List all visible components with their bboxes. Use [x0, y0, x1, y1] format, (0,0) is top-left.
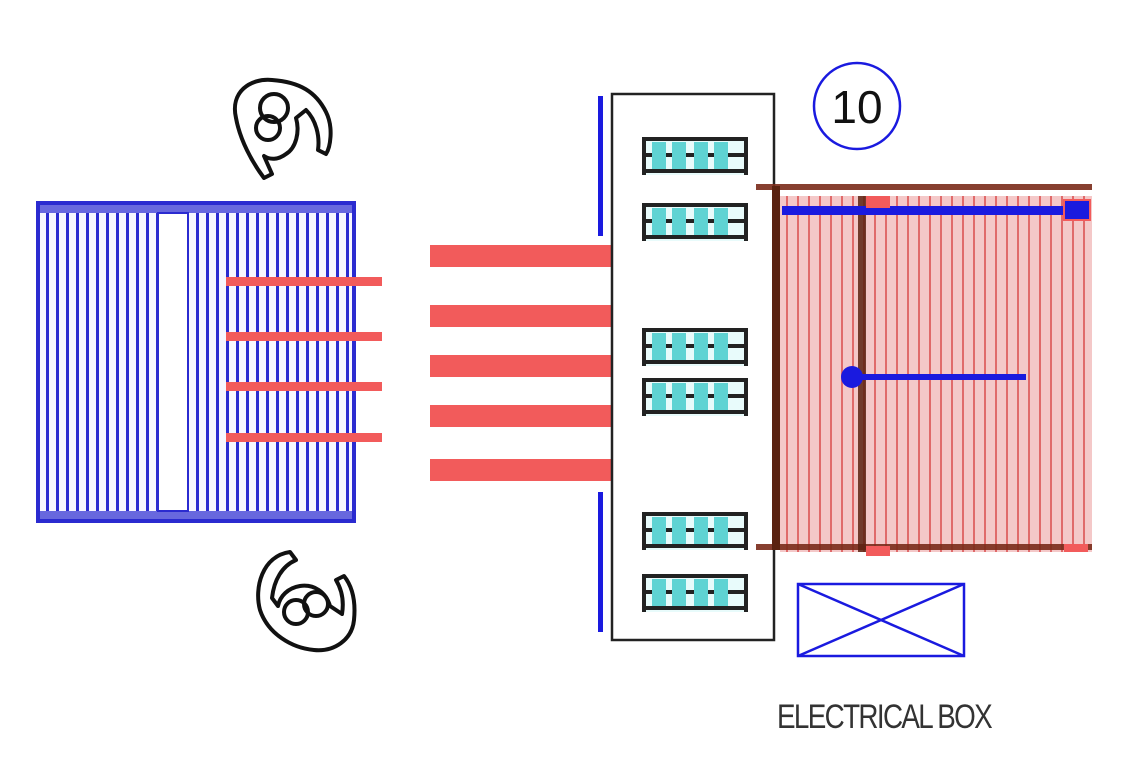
electrical-box-label: ELECTRICAL BOX [777, 698, 992, 736]
left-table-slat [286, 213, 289, 511]
electrical-box [796, 582, 966, 658]
left-table-slat [206, 213, 209, 511]
right-table-slat [819, 196, 821, 552]
right-table [756, 184, 1092, 556]
roller-unit [642, 203, 748, 241]
station-number: 10 [831, 81, 882, 133]
right-table-slat [808, 196, 810, 552]
left-table-slat [216, 213, 219, 511]
left-table-slat [326, 213, 329, 511]
left-guide-rail-bottom [598, 492, 603, 632]
left-table-slat [276, 213, 279, 511]
left-table-slat [306, 213, 309, 511]
left-table-slat [96, 213, 99, 511]
left-table-slat [296, 213, 299, 511]
left-transfer-bars [226, 277, 382, 442]
right-table-slat [1083, 196, 1085, 552]
right-table-slat [1072, 196, 1074, 552]
left-table-slat [246, 213, 249, 511]
right-table-slat [1050, 196, 1052, 552]
right-table-slat [1028, 196, 1030, 552]
roller-unit [642, 512, 748, 550]
roller-unit [642, 378, 748, 416]
left-table-slat [126, 213, 129, 511]
left-table-slat [86, 213, 89, 511]
left-table-slat [136, 213, 139, 511]
left-table-slat [346, 213, 349, 511]
roller-units [642, 137, 748, 612]
roller-unit [642, 574, 748, 612]
left-table-slat [226, 213, 229, 511]
left-table-slat [316, 213, 319, 511]
left-table-slat [46, 213, 49, 511]
left-table-slat [196, 213, 199, 511]
left-table-slat [56, 213, 59, 511]
left-table-slat [266, 213, 269, 511]
operator-bottom-icon [256, 550, 357, 653]
right-table-slat [1039, 196, 1041, 552]
roller-unit [642, 328, 748, 366]
station-number-badge: 10 [812, 61, 902, 151]
operator-top-icon [232, 77, 333, 180]
right-table-slat [786, 196, 788, 552]
roller-unit [642, 137, 748, 175]
left-table-slats [46, 213, 349, 511]
right-table-slat [830, 196, 832, 552]
left-table-slat [146, 213, 149, 511]
left-table [36, 201, 356, 523]
conveyor-bars [430, 245, 614, 481]
right-table-slat [797, 196, 799, 552]
left-table-slat [236, 213, 239, 511]
left-table-slat [106, 213, 109, 511]
left-table-slat [116, 213, 119, 511]
left-table-slat [336, 213, 339, 511]
left-table-slat [66, 213, 69, 511]
left-table-center-gap [157, 212, 189, 512]
center-machine [598, 92, 776, 642]
left-table-slat [76, 213, 79, 511]
left-guide-rail-top [598, 96, 603, 236]
right-table-slat [1061, 196, 1063, 552]
left-table-slat [256, 213, 259, 511]
